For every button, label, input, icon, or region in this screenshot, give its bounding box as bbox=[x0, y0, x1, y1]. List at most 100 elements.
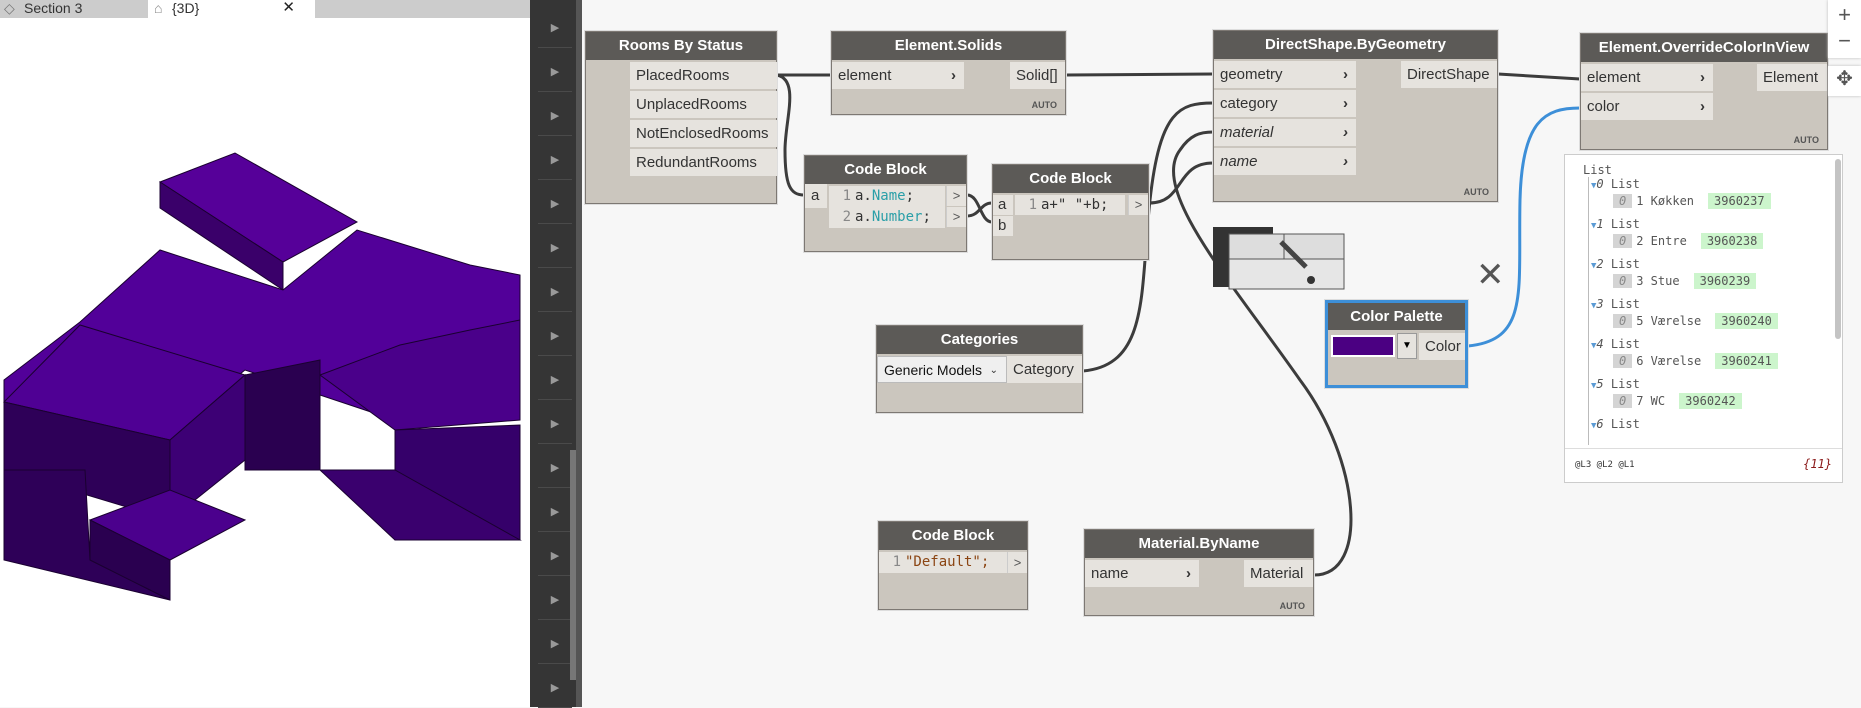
expand-button[interactable]: ▶ bbox=[538, 492, 572, 532]
expand-button[interactable]: ▶ bbox=[538, 52, 572, 92]
input-element[interactable]: element› bbox=[832, 62, 964, 89]
output-port[interactable]: > bbox=[946, 207, 966, 227]
list-node[interactable]: ▼4 List bbox=[1591, 337, 1640, 351]
collapse-triangle-icon[interactable]: ▼ bbox=[1591, 301, 1597, 311]
output-unplaced-rooms[interactable]: UnplacedRooms bbox=[630, 91, 777, 118]
node-material-by-name[interactable]: Material.ByName name› Material AUTO bbox=[1084, 529, 1314, 616]
pan-button[interactable]: ✥ bbox=[1828, 66, 1861, 96]
zoom-in-button[interactable]: + bbox=[1838, 2, 1851, 27]
output-directshape[interactable]: DirectShape bbox=[1401, 61, 1497, 88]
expand-button[interactable]: ▶ bbox=[538, 8, 572, 48]
zoom-controls: + − bbox=[1828, 0, 1861, 58]
node-code-block-default[interactable]: Code Block 1"Default"; > bbox=[878, 521, 1028, 610]
input-a[interactable]: a bbox=[993, 195, 1013, 215]
output-category[interactable]: Category bbox=[1007, 356, 1082, 383]
category-dropdown[interactable]: Generic Models⌄ bbox=[877, 356, 1007, 383]
play-icon: ▶ bbox=[550, 330, 560, 342]
3d-view[interactable] bbox=[0, 0, 530, 707]
output-color[interactable]: Color bbox=[1419, 333, 1465, 360]
wire-color-selected bbox=[1467, 106, 1581, 348]
output-redundant-rooms[interactable]: RedundantRooms bbox=[630, 149, 777, 176]
input-category[interactable]: category› bbox=[1214, 90, 1356, 117]
chevron-right-icon: › bbox=[1700, 69, 1705, 86]
tab-section-3[interactable]: ◇ Section 3 bbox=[4, 0, 83, 16]
output-port[interactable]: > bbox=[946, 186, 966, 206]
chevron-right-icon: › bbox=[1343, 124, 1348, 141]
node-categories[interactable]: Categories Generic Models⌄ Category bbox=[876, 325, 1083, 413]
watch-scrollbar[interactable] bbox=[1835, 159, 1841, 339]
3d-house-icon: ⌂ bbox=[154, 0, 163, 16]
chevron-right-icon: › bbox=[951, 67, 956, 84]
chevron-down-icon[interactable]: ▼ bbox=[1397, 333, 1417, 359]
play-icon: ▶ bbox=[550, 198, 560, 210]
output-solid[interactable]: Solid[] bbox=[1010, 62, 1065, 89]
code-editor[interactable]: 1"Default"; bbox=[879, 552, 1007, 573]
node-color-palette[interactable]: Color Palette ▼ Color bbox=[1325, 300, 1468, 388]
expand-button[interactable]: ▶ bbox=[538, 184, 572, 224]
expand-button[interactable]: ▶ bbox=[538, 536, 572, 576]
input-name[interactable]: name› bbox=[1214, 148, 1356, 175]
output-element[interactable]: Element bbox=[1757, 64, 1827, 91]
model-lower-right bbox=[318, 469, 522, 541]
list-node[interactable]: ▼1 List bbox=[1591, 217, 1640, 231]
node-title: Material.ByName bbox=[1085, 530, 1313, 558]
output-port[interactable]: > bbox=[1007, 552, 1027, 573]
output-material[interactable]: Material bbox=[1244, 560, 1313, 587]
list-node[interactable]: ▼2 List bbox=[1591, 257, 1640, 271]
divider bbox=[1565, 448, 1842, 449]
expand-button[interactable]: ▶ bbox=[538, 316, 572, 356]
expand-button[interactable]: ▶ bbox=[538, 448, 572, 488]
node-rooms-by-status[interactable]: Rooms By Status PlacedRooms UnplacedRoom… bbox=[585, 31, 777, 204]
node-title: Code Block bbox=[879, 522, 1027, 550]
expand-button[interactable]: ▶ bbox=[538, 404, 572, 444]
collapse-triangle-icon[interactable]: ▼ bbox=[1591, 421, 1597, 431]
collapse-triangle-icon[interactable]: ▼ bbox=[1591, 381, 1597, 391]
collapse-triangle-icon[interactable]: ▼ bbox=[1591, 261, 1597, 271]
expand-button[interactable]: ▶ bbox=[538, 624, 572, 664]
input-color[interactable]: color› bbox=[1581, 93, 1713, 120]
close-icon[interactable]: ✕ bbox=[282, 0, 295, 16]
play-icon: ▶ bbox=[550, 506, 560, 518]
input-material[interactable]: material› bbox=[1214, 119, 1356, 146]
output-not-enclosed-rooms[interactable]: NotEnclosedRooms bbox=[630, 120, 777, 147]
input-element[interactable]: element› bbox=[1581, 64, 1713, 91]
expand-button[interactable]: ▶ bbox=[538, 96, 572, 136]
expand-button[interactable]: ▶ bbox=[538, 228, 572, 268]
node-directshape-by-geometry[interactable]: DirectShape.ByGeometry geometry› categor… bbox=[1213, 30, 1498, 202]
3d-room-model bbox=[3, 152, 522, 601]
collapse-triangle-icon[interactable]: ▼ bbox=[1591, 181, 1597, 191]
output-port[interactable]: > bbox=[1128, 195, 1148, 215]
expand-button[interactable]: ▶ bbox=[538, 272, 572, 312]
input-name[interactable]: name› bbox=[1085, 560, 1199, 587]
zoom-out-button[interactable]: − bbox=[1838, 28, 1851, 53]
input-a[interactable]: a bbox=[805, 184, 827, 208]
sidebar-scrollbar[interactable] bbox=[570, 450, 576, 680]
input-b[interactable]: b bbox=[993, 216, 1013, 236]
list-node[interactable]: ▼6 List bbox=[1591, 417, 1640, 431]
expand-button[interactable]: ▶ bbox=[538, 140, 572, 180]
expand-button[interactable]: ▶ bbox=[538, 360, 572, 400]
list-node[interactable]: ▼0 List bbox=[1591, 177, 1640, 191]
list-node[interactable]: ▼3 List bbox=[1591, 297, 1640, 311]
play-icon: ▶ bbox=[550, 594, 560, 606]
collapse-triangle-icon[interactable]: ▼ bbox=[1591, 221, 1597, 231]
list-node[interactable]: ▼5 List bbox=[1591, 377, 1640, 391]
node-element-solids[interactable]: Element.Solids element› Solid[] AUTO bbox=[831, 31, 1066, 115]
expand-button[interactable]: ▶ bbox=[538, 580, 572, 620]
play-icon: ▶ bbox=[550, 22, 560, 34]
output-placed-rooms[interactable]: PlacedRooms bbox=[630, 62, 777, 89]
color-swatch[interactable] bbox=[1331, 335, 1395, 357]
tab-3d[interactable]: ⌂ {3D} ✕ bbox=[148, 0, 315, 18]
input-geometry[interactable]: geometry› bbox=[1214, 61, 1356, 88]
node-override-color-in-view[interactable]: Element.OverrideColorInView element› col… bbox=[1580, 33, 1828, 150]
collapse-triangle-icon[interactable]: ▼ bbox=[1591, 341, 1597, 351]
section-icon: ◇ bbox=[4, 0, 15, 16]
